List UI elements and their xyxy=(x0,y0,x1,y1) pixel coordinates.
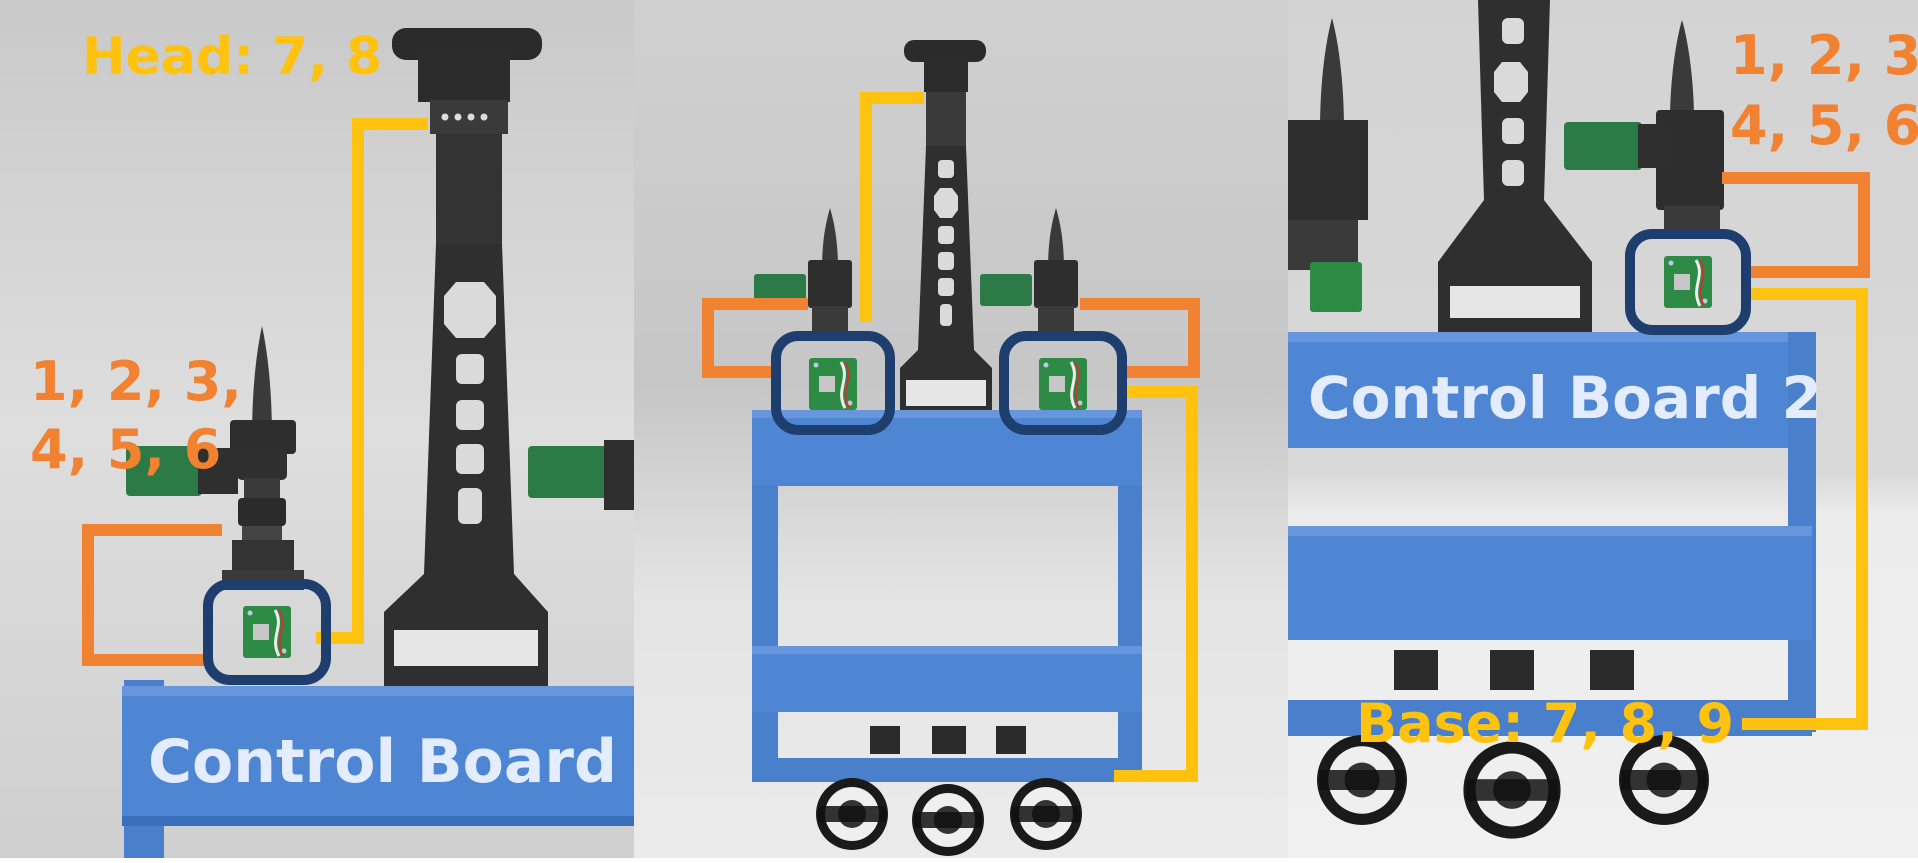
arm-servo-label-right-line2: 4, 5, 6 xyxy=(1730,94,1918,157)
right-panel-left-arm xyxy=(1288,18,1368,312)
frame-board-2 xyxy=(1288,332,1816,736)
orange-wire-middle-right xyxy=(1080,298,1200,378)
yellow-wire-right-base xyxy=(1742,288,1868,730)
head-servo-label: Head: 7, 8 xyxy=(82,27,382,87)
right-cut-arm xyxy=(528,440,634,510)
board1-highlight-ring xyxy=(203,579,331,685)
middle-base xyxy=(816,726,1082,856)
panel-middle xyxy=(634,0,1288,858)
orange-wire-left xyxy=(82,524,222,666)
orange-wire-right xyxy=(1722,172,1870,278)
yellow-wire-head xyxy=(316,118,428,644)
orange-wire-middle-left xyxy=(702,298,808,378)
middle-frame xyxy=(752,410,1142,782)
middle-left-board-ring xyxy=(771,331,895,435)
yellow-wire-middle-base xyxy=(1114,386,1198,782)
panel-right: 1, 2, 3, 4, 5, 6 Control Board 2 Base: 7… xyxy=(1288,0,1918,858)
board2-highlight-ring xyxy=(1625,229,1751,335)
middle-right-arm xyxy=(980,208,1078,340)
base-servo-label: Base: 7, 8, 9 xyxy=(1356,692,1734,755)
head-neck-tower xyxy=(384,28,548,700)
yellow-wire-middle-head xyxy=(860,92,924,322)
middle-right-board-ring xyxy=(999,331,1127,435)
right-panel-base xyxy=(1317,650,1709,839)
arm-servo-label-left-line1: 1, 2, 3, xyxy=(30,350,242,413)
arm-servo-label-left-line2: 4, 5, 6 xyxy=(30,418,221,481)
panel-left: Head: 7, 8 1, 2, 3, 4, 5, 6 Control Boar… xyxy=(0,0,680,858)
arm-servo-label-right-line1: 1, 2, 3, xyxy=(1730,24,1918,87)
board2-label: Control Board 2 xyxy=(1308,364,1822,432)
right-panel-neck-tower xyxy=(1438,0,1592,344)
board1-label: Control Board 1 xyxy=(148,727,680,797)
center-tower xyxy=(900,40,992,420)
frame-board-1 xyxy=(122,680,634,858)
